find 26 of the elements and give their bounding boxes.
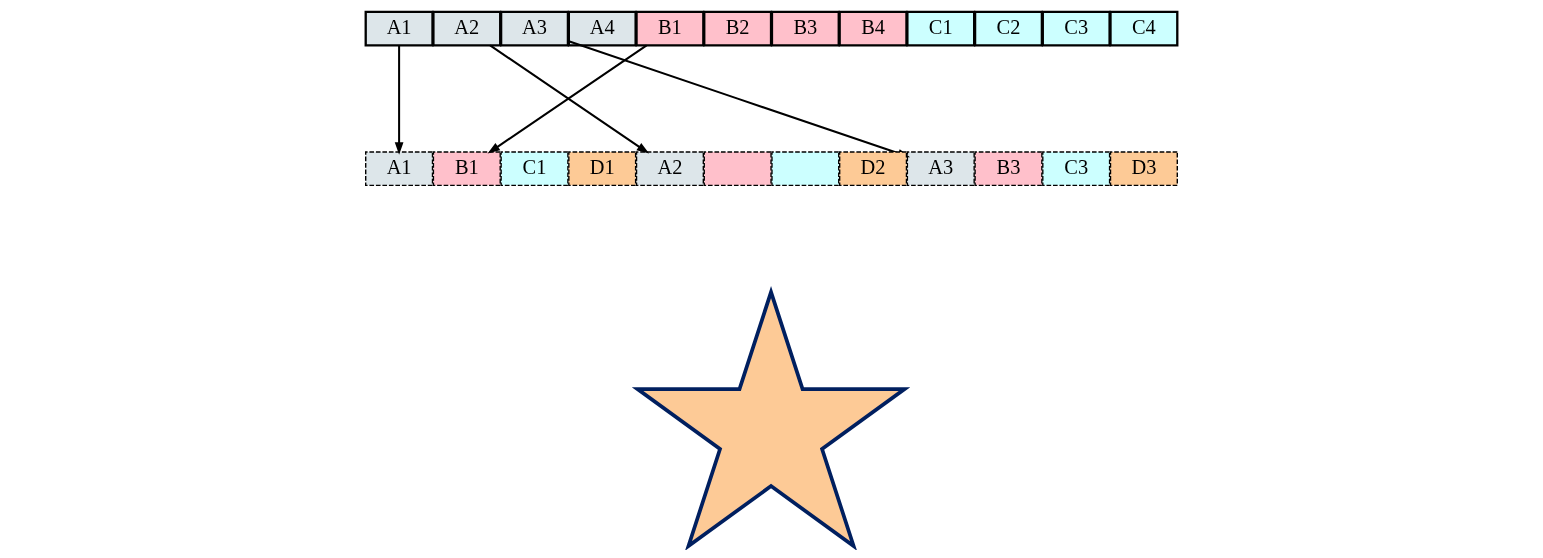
- node-box: B2: [703, 10, 773, 47]
- node-box: [703, 151, 772, 187]
- node-box: B1: [432, 151, 501, 187]
- node-box: A1: [364, 10, 434, 47]
- node-box: B4: [838, 10, 908, 47]
- node-box: C4: [1109, 10, 1179, 47]
- node-box: D1: [568, 151, 637, 187]
- node-box: B1: [635, 10, 705, 47]
- node-box: D2: [838, 151, 908, 187]
- node-box: C2: [973, 10, 1044, 47]
- node-box: C1: [906, 10, 976, 47]
- node-box: A2: [432, 10, 502, 47]
- arrow: [394, 45, 404, 155]
- node-box: D3: [1109, 151, 1178, 187]
- node-box: C1: [500, 151, 569, 187]
- node-box: C3: [1041, 10, 1111, 47]
- node-box: B3: [770, 10, 840, 47]
- node-box: A4: [567, 10, 637, 47]
- node-box: A1: [365, 151, 434, 187]
- node-star: [631, 286, 911, 550]
- node-box: A2: [635, 151, 705, 187]
- node-box: C3: [1042, 151, 1111, 187]
- node-box: B3: [974, 151, 1043, 187]
- node-box: [771, 151, 840, 187]
- node-box: A3: [499, 10, 570, 47]
- node-box: A3: [906, 151, 975, 187]
